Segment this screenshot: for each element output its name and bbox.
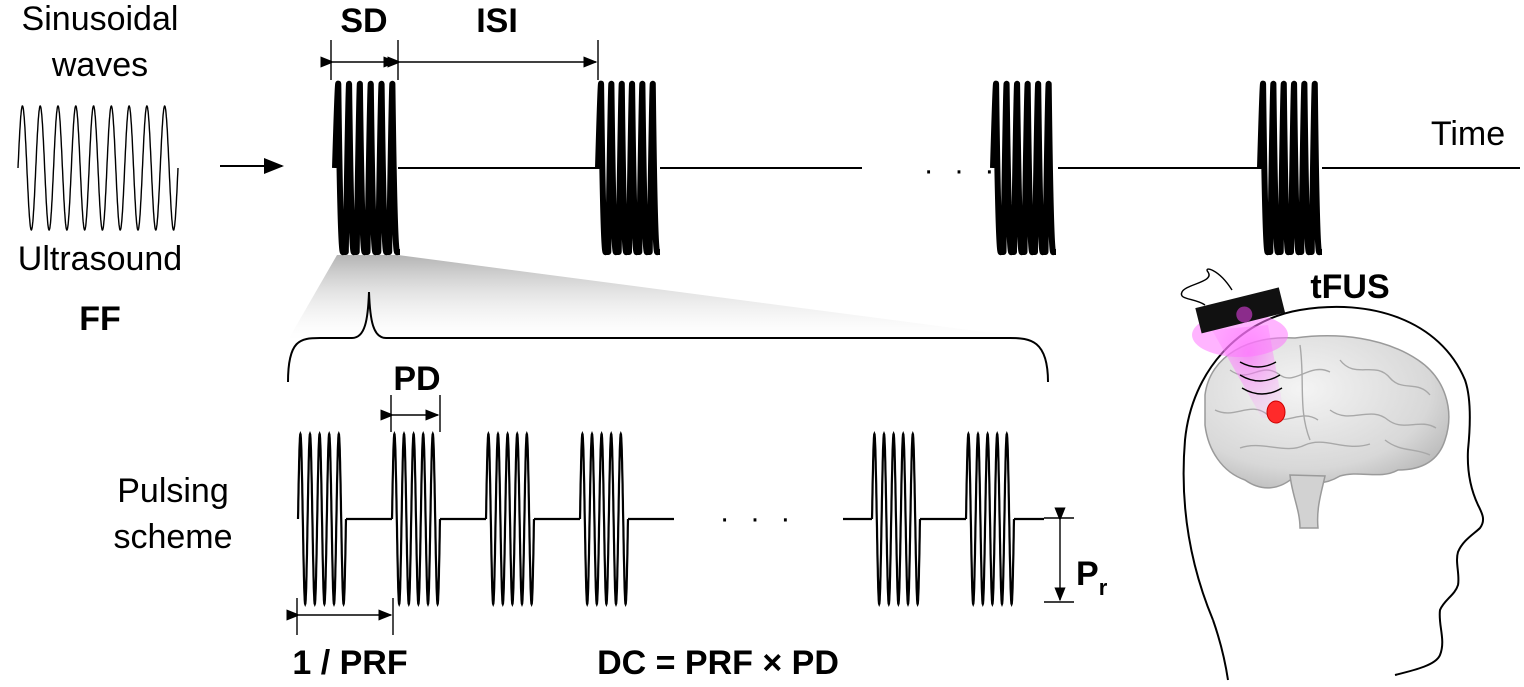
pulse: [578, 431, 630, 607]
focus-spot: [1266, 400, 1286, 424]
neck-line: [1212, 619, 1229, 681]
zoom-brace: [287, 291, 1049, 383]
ff-label: FF: [79, 300, 121, 338]
head-outline-icon: [1182, 305, 1485, 676]
pulsing-label: Pulsing: [117, 472, 229, 510]
prf-label: 1 / PRF: [292, 644, 407, 682]
head-illustration: [1180, 268, 1485, 681]
timeline-ellipsis: · · ·: [924, 154, 1001, 187]
waves-label: waves: [51, 46, 148, 84]
carrier-sine-wave: [17, 105, 179, 231]
sd-label: SD: [340, 2, 387, 40]
wave-arcs: [1239, 361, 1283, 395]
pressure-label: Pr: [1076, 555, 1108, 600]
sonication-burst: [1257, 80, 1323, 256]
tfus-label: tFUS: [1310, 268, 1389, 306]
duty-cycle-label: DC = PRF × PD: [597, 644, 839, 682]
pulse: [870, 431, 922, 607]
transducer-icon: [1195, 287, 1286, 334]
pulse: [390, 431, 442, 607]
brain-stem: [1289, 474, 1326, 529]
pulse-ellipsis: · · ·: [720, 502, 797, 535]
isi-label: ISI: [476, 2, 518, 40]
sonication-burst: [595, 80, 661, 256]
sinusoidal-label: Sinusoidal: [22, 0, 179, 38]
pulse: [484, 431, 536, 607]
pulse: [296, 431, 348, 607]
sonication-burst: [332, 80, 401, 256]
sonication-bursts: [332, 80, 1323, 256]
pulse-train: [296, 431, 1044, 607]
transducer-cable: [1180, 268, 1233, 306]
pulse: [964, 431, 1016, 607]
zoom-funnel: [288, 255, 1045, 340]
ultrasound-label: Ultrasound: [18, 240, 182, 278]
pd-label: PD: [393, 360, 440, 398]
time-label: Time: [1431, 115, 1505, 153]
scheme-label: scheme: [113, 518, 232, 556]
sonication-burst: [990, 80, 1057, 256]
